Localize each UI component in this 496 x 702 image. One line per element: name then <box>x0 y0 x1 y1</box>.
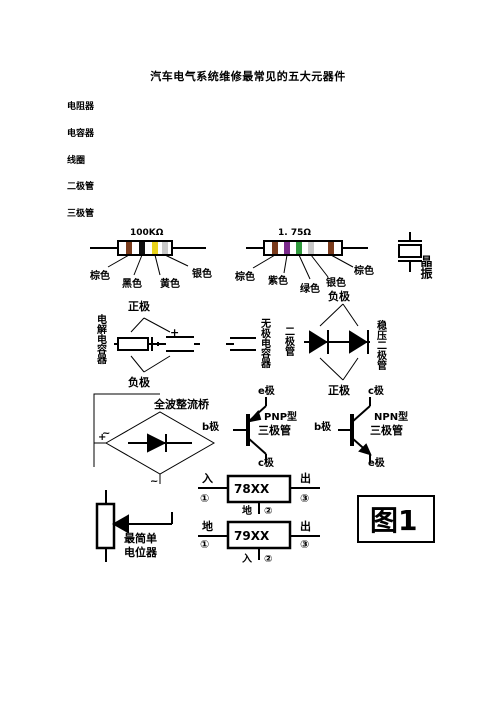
bridge-plus-sign: + <box>98 432 106 443</box>
resistor-1-band-4-label: 银色 <box>192 267 212 280</box>
regulator-79xx-pin3: ③ <box>300 538 309 551</box>
list-item-coil: 线圈 <box>67 156 86 166</box>
pnp-type-label: PNP型 <box>264 410 297 423</box>
list-item-capacitor: 电容器 <box>67 129 95 139</box>
resistor-1-band-3 <box>152 242 158 254</box>
npn-name-label: 三极管 <box>370 423 403 437</box>
potentiometer-label-1: 最简单 <box>124 531 157 545</box>
resistor-2-band-1-label: 棕色 <box>234 270 255 283</box>
resistor-2-value: 1. 75Ω <box>278 228 311 238</box>
regulator-78xx-name: 78XX <box>234 482 270 496</box>
bridge-rectifier-label: 全波整流桥 <box>153 397 210 411</box>
regulator-79xx-out: 出 <box>300 519 311 533</box>
regulator-79xx-pin2: ② <box>264 554 272 565</box>
crystal-label: 晶振 <box>419 254 433 280</box>
regulator-78xx-gnd: 地 <box>242 504 252 517</box>
npn-e-label: e极 <box>368 456 386 469</box>
zener-diode-label: 稳压二极管 <box>375 319 387 371</box>
potentiometer-label-2: 电位器 <box>124 545 158 559</box>
resistor-1-band-3-label: 黄色 <box>160 277 180 290</box>
diode-negative-label: 负极 <box>328 289 351 303</box>
npn-type-label: NPN型 <box>374 410 408 423</box>
component-figure: 100KΩ 棕色 黑色 黄色 银色 1. 75Ω 棕色 紫色 绿色 银色 棕色 … <box>89 228 435 565</box>
capacitor-plus-sign: + <box>170 326 179 339</box>
resistor-2-band-2 <box>284 242 290 254</box>
resistor-1-band-2-label: 黑色 <box>122 277 142 290</box>
figure-label-box <box>357 495 435 543</box>
pnp-name-label: 三极管 <box>258 423 291 437</box>
resistor-2-band-2-label: 紫色 <box>268 274 288 287</box>
regulator-79xx-pin1: ① <box>200 538 209 551</box>
npn-transistor <box>338 397 372 463</box>
resistor-2-band-3-label: 绿色 <box>300 282 320 295</box>
crystal-oscillator <box>398 232 422 272</box>
npn-b-label: b极 <box>314 420 332 433</box>
bridge-rectifier <box>93 393 216 484</box>
regulator-79xx-gnd: 地 <box>202 519 213 533</box>
resistor-1-band-1-label: 棕色 <box>89 269 110 282</box>
bridge-ac-in: ~ <box>102 428 110 439</box>
list-item-transistor: 三极管 <box>67 209 95 219</box>
pnp-b-label: b极 <box>202 420 220 433</box>
resistor-2 <box>246 240 368 280</box>
resistor-1 <box>90 240 206 276</box>
electrolytic-capacitor-label: 电解电容器 <box>95 313 108 365</box>
bridge-ac-out: ~ <box>150 476 158 487</box>
regulator-78xx-pin3: ③ <box>300 492 309 505</box>
diode-symbols <box>304 303 370 381</box>
resistor-2-band-4 <box>308 242 314 254</box>
resistor-1-band-1 <box>126 242 132 254</box>
resistor-1-band-2 <box>139 242 145 254</box>
page-title: 汽车电气系统维修最常见的五大元器件 <box>150 70 346 83</box>
regulator-78xx-pin2: ② <box>264 506 272 517</box>
resistor-2-band-3 <box>296 242 302 254</box>
capacitor-negative-label: 负极 <box>128 375 151 389</box>
regulator-79xx-in: 入 <box>242 553 252 565</box>
resistor-2-band-5-label: 棕色 <box>353 264 374 277</box>
regulator-79xx-name: 79XX <box>234 529 270 543</box>
list-item-diode: 二极管 <box>67 182 95 192</box>
regulator-78xx <box>198 474 320 514</box>
npn-c-label: c极 <box>368 384 385 397</box>
regulator-78xx-pin1: ① <box>200 492 209 505</box>
electrolytic-capacitor <box>114 317 200 373</box>
potentiometer <box>95 490 173 562</box>
regulator-79xx <box>198 520 320 560</box>
resistor-2-band-4-label: 银色 <box>326 276 346 289</box>
resistor-2-band-5 <box>328 242 334 254</box>
diode-positive-label: 正极 <box>328 383 351 397</box>
figure-label: 图1 <box>370 504 417 537</box>
resistor-1-value: 100KΩ <box>130 228 164 238</box>
pnp-transistor <box>233 397 267 463</box>
pnp-e-label: e极 <box>258 384 276 397</box>
pnp-c-label: c极 <box>258 456 275 469</box>
non-polar-capacitor <box>226 337 256 351</box>
regulator-78xx-in: 入 <box>202 472 213 485</box>
resistor-1-band-4 <box>162 242 168 254</box>
capacitor-positive-label: 正极 <box>128 299 151 313</box>
non-polar-capacitor-label: 无极电容器 <box>259 318 272 369</box>
diode-label: 二极管 <box>283 326 295 357</box>
resistor-2-band-1 <box>272 242 278 254</box>
list-item-resistor: 电阻器 <box>67 102 95 112</box>
regulator-78xx-out: 出 <box>300 471 311 485</box>
